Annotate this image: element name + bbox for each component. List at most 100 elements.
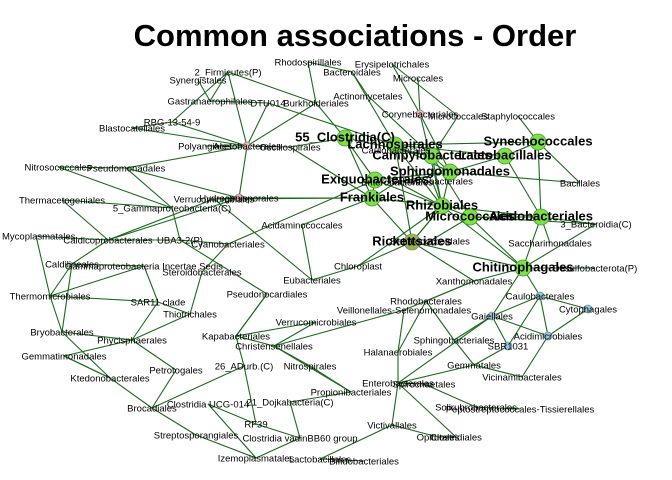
node-label: Corynebacteriales	[382, 110, 459, 121]
node-label: Caulobacterales	[506, 292, 575, 303]
node-label: SAR11 clade	[131, 298, 186, 309]
node-label: Staphylococcales	[481, 112, 555, 123]
node-label: Campylobacterales	[372, 148, 491, 163]
network-edge	[449, 155, 506, 173]
node-label: Sphingobacteriales	[414, 336, 495, 347]
network-node	[366, 171, 384, 189]
network-edge	[107, 198, 215, 241]
network-node	[461, 208, 479, 226]
node-label: Caldilineales	[45, 260, 99, 271]
network-edge	[107, 197, 240, 241]
node-label: Gammaproteobacteria Incertae Sedis	[65, 262, 223, 273]
node-label: Exiguobacterales	[321, 172, 429, 187]
node-label: Christensenellales	[235, 342, 313, 353]
node-label: Gaiellales	[471, 312, 513, 323]
network-edge	[367, 95, 433, 157]
node-label: Chitinophagales	[472, 260, 573, 275]
network-edge	[371, 197, 443, 207]
node-label: Rickettsiales	[372, 234, 452, 249]
network-edge	[396, 181, 443, 207]
node-label: Erysipelotrichales	[355, 60, 430, 71]
network-edge	[131, 339, 177, 371]
network-edge	[540, 216, 597, 225]
network-edge	[235, 335, 245, 367]
network-edge	[243, 365, 257, 425]
network-edge	[213, 198, 313, 281]
network-node	[529, 133, 547, 151]
network-edge	[255, 423, 301, 439]
node-label: Oscillospirales	[259, 143, 320, 154]
network-edge	[397, 382, 457, 438]
node-label: Dehalococcoidales	[390, 237, 470, 248]
node-label: Gastranaerophilales	[167, 97, 252, 108]
network-edge	[201, 243, 229, 273]
network-edge	[411, 241, 475, 282]
network-edge	[539, 295, 589, 310]
node-label: Peptostreptococcales-Tissierellales	[446, 405, 595, 416]
network-edge	[374, 171, 451, 181]
network-edge	[522, 216, 542, 269]
network-edge	[344, 137, 373, 199]
network-edge	[491, 267, 524, 317]
node-label: Kapabacteriales	[202, 332, 270, 343]
node-label: Brocadiales	[127, 404, 177, 415]
node-label: Acetobacterales	[213, 142, 281, 153]
network-edge	[61, 331, 111, 379]
node-label: Ktedonobacterales	[70, 374, 149, 385]
node-label: Synergistales	[169, 76, 226, 87]
node-label: Desulfobacterota(P)	[553, 264, 637, 275]
network-edge	[289, 146, 373, 199]
label-layer: 2_Firmicutes(P)RhodospirillalesSynergist…	[2, 58, 637, 468]
network-edge	[151, 365, 245, 409]
network-edge	[344, 137, 376, 181]
network-edge	[171, 121, 248, 147]
network-edge	[267, 102, 396, 146]
network-node	[503, 341, 513, 351]
node-label: Acidimicrobiales	[514, 332, 583, 343]
network-edge	[238, 145, 248, 199]
network-edge	[397, 300, 427, 353]
network-node	[423, 147, 441, 165]
node-label: Bacteroidales	[323, 68, 381, 79]
network-edge	[357, 241, 413, 267]
network-edge	[374, 179, 443, 207]
node-label: Rhodobacterales	[390, 297, 462, 308]
network-edge	[289, 391, 352, 403]
network-edge	[125, 145, 248, 169]
network-edge	[397, 364, 475, 384]
network-edge	[521, 335, 549, 378]
network-node	[336, 129, 354, 147]
network-edge	[425, 300, 455, 341]
node-label: Petrotogales	[149, 366, 203, 377]
network-edge	[441, 205, 524, 269]
network-edge	[49, 263, 73, 297]
node-label: 21_Dojkabacteria(C)	[246, 398, 333, 409]
node-label: Blastocatellales	[99, 124, 165, 135]
network-edge	[61, 199, 109, 241]
network-edge	[246, 145, 291, 148]
network-edge	[289, 137, 346, 148]
node-label: Burkholderiales	[283, 99, 349, 110]
node-label: Microccales	[393, 74, 443, 85]
network-edge	[507, 295, 541, 347]
node-label: UBA3-2(P)	[157, 236, 203, 247]
node-label: Pseudomonadales	[87, 164, 166, 175]
network-edge	[431, 155, 443, 207]
node-label: 2_Firmicutes(P)	[194, 68, 261, 79]
network-edge	[411, 241, 524, 269]
node-label: Clostridiales	[430, 433, 482, 444]
node-label: Xanthomonadales	[436, 277, 513, 288]
network-node	[532, 208, 550, 226]
network-edge	[539, 295, 549, 337]
node-label: Verrucomicrobiales	[174, 195, 255, 206]
node-label: Synechococcales	[483, 134, 592, 149]
network-node	[403, 233, 421, 251]
network-edge	[301, 224, 313, 281]
network-edge	[143, 265, 159, 303]
node-label: Izemoplasmatales	[218, 454, 295, 465]
network-edge	[371, 197, 413, 243]
network-edge	[209, 100, 269, 104]
node-label: Opitutales	[417, 433, 460, 444]
